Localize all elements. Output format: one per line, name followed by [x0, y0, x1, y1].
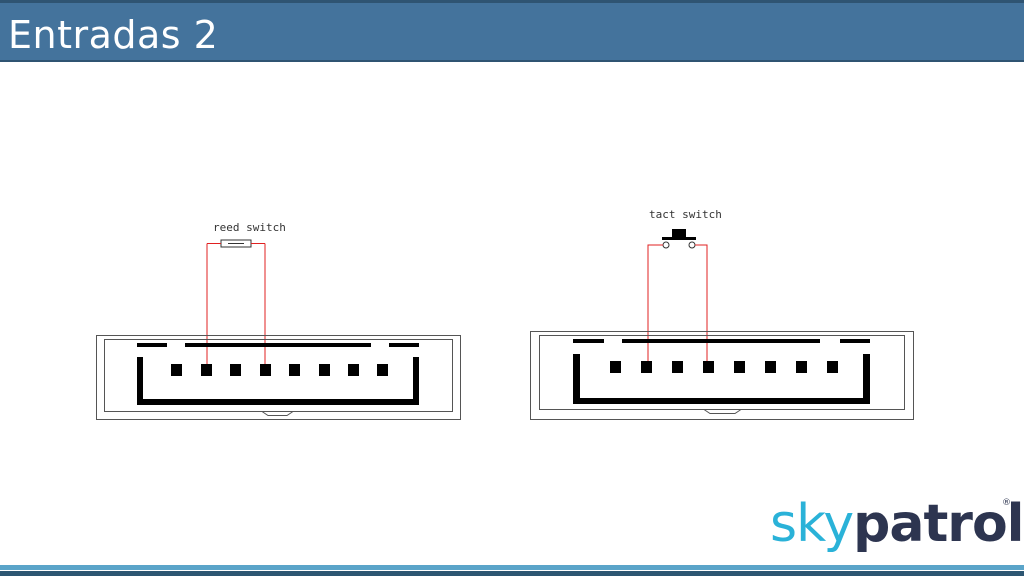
registered-mark: ® [1002, 498, 1011, 508]
tact-switch-circuit: tact switch [647, 208, 722, 370]
connector-left-pin [171, 364, 182, 376]
connector-left-pin [201, 364, 212, 376]
reed-switch-circuit: reed switch [206, 221, 286, 370]
slide-title: Entradas 2 [8, 13, 219, 57]
connector-left [96, 335, 461, 420]
connector-right [530, 331, 914, 420]
connector-right-pin [796, 361, 807, 373]
reed-switch-label: reed switch [213, 221, 286, 234]
connector-left-pin [377, 364, 388, 376]
connector-left-pins [171, 364, 388, 376]
connector-left-inner [104, 339, 453, 412]
connector-right-pin [672, 361, 683, 373]
connector-right-top-bar-1 [573, 339, 604, 343]
tact-switch-wires [647, 244, 708, 370]
connector-right-housing [573, 354, 870, 404]
reed-switch-symbol [207, 239, 265, 248]
connector-right-pin [765, 361, 776, 373]
connector-right-pin [827, 361, 838, 373]
footer-stripe-light [0, 565, 1024, 570]
connector-right-pins [610, 361, 838, 373]
connector-left-pin [319, 364, 330, 376]
tact-switch-symbol [662, 229, 696, 249]
logo-patrol-text: patrol [853, 494, 1024, 554]
connector-right-pin [703, 361, 714, 373]
connector-left-pin [260, 364, 271, 376]
title-bar: Entradas 2 [0, 0, 1024, 62]
connector-right-outer [530, 331, 914, 420]
tact-switch-label: tact switch [649, 208, 722, 221]
skypatrol-logo: skypatrol ® [770, 488, 1024, 560]
connector-right-top-bar-3 [840, 339, 870, 343]
connector-right-pin [734, 361, 745, 373]
connector-left-pin [230, 364, 241, 376]
footer-stripe-dark [0, 571, 1024, 576]
connector-right-pin [610, 361, 621, 373]
connector-left-key [261, 411, 294, 416]
connector-left-outer [96, 335, 461, 420]
connector-right-key [703, 409, 742, 414]
connector-left-housing [137, 357, 419, 405]
connector-left-pin [348, 364, 359, 376]
connector-left-top-bar-1 [137, 343, 167, 347]
reed-switch-wires [206, 243, 266, 370]
connector-left-pin [289, 364, 300, 376]
connector-left-top-bar-3 [389, 343, 419, 347]
connector-right-top-bar-2 [622, 339, 820, 343]
logo-sky-text: sky [770, 494, 854, 554]
connector-right-pin [641, 361, 652, 373]
connector-left-top-bar-2 [185, 343, 371, 347]
connector-right-inner [539, 335, 905, 410]
